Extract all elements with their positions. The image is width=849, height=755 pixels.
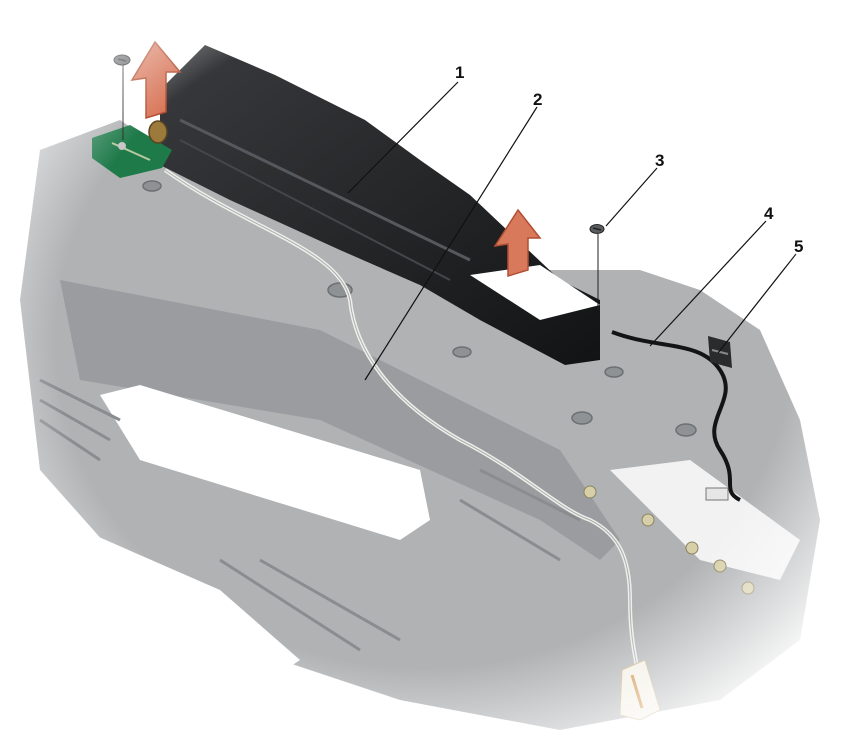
callout-number-5: 5: [794, 237, 804, 256]
callout-number-3: 3: [655, 151, 665, 170]
callout-number-4: 4: [764, 204, 774, 223]
callout-number-1: 1: [455, 63, 465, 82]
callout-number-2: 2: [533, 90, 543, 109]
